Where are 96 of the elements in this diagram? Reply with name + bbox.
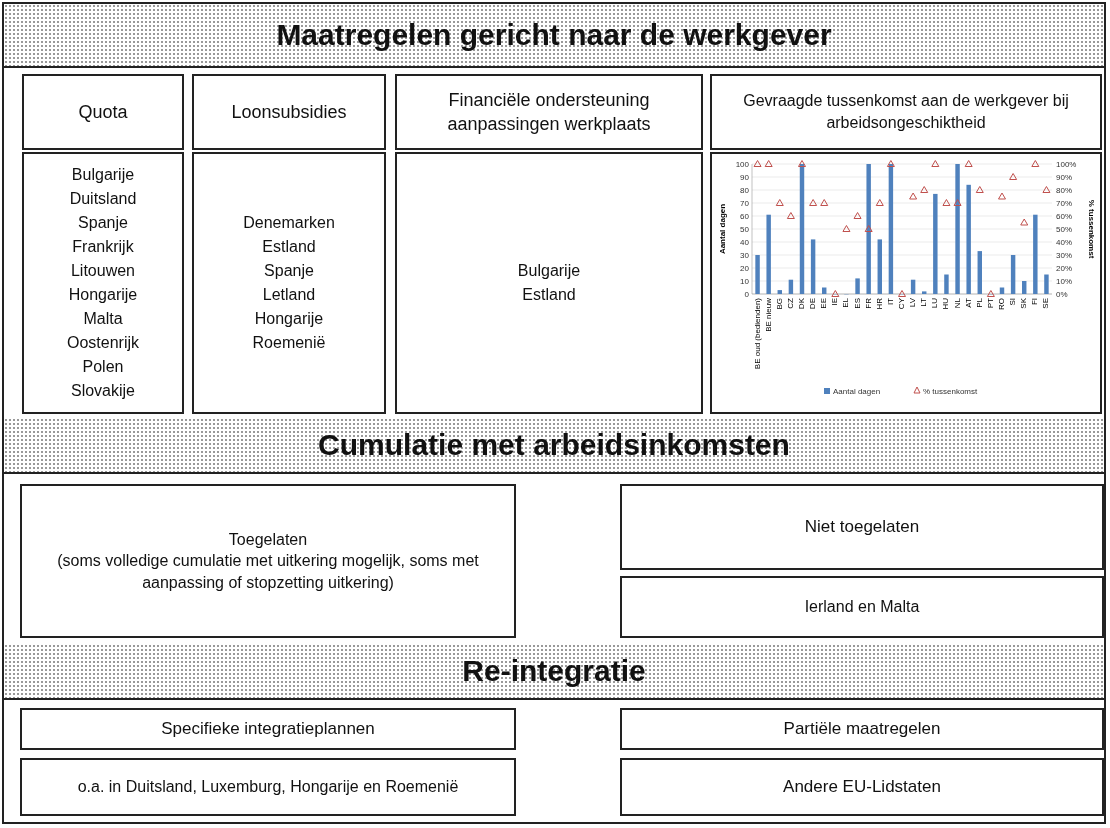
category-label: SI [1008, 298, 1018, 306]
category-box [620, 708, 1104, 750]
category-label: NL [952, 298, 962, 309]
y-tick-label: 100 [735, 160, 750, 169]
y-tick-label: 40 [740, 238, 750, 247]
legend-label: Aantal dagen [833, 387, 881, 396]
section-title: Maatregelen gericht naar de werkgever [275, 16, 833, 53]
box-text: Estland [261, 237, 317, 257]
box-text: Specifieke integratieplannen [160, 717, 376, 740]
box-text: Hongarije [67, 285, 139, 305]
category-label: RO [997, 298, 1006, 310]
box-text: Gevraagde tussenkomst aan de werkgever bij arbeidsongeschiktheid [742, 91, 1070, 133]
category-label: DE [808, 298, 818, 310]
box-text: Estland [521, 285, 577, 305]
box-text: Letland [261, 285, 317, 305]
box-text: (soms volledige cumulatie met uitkering mogelijk, soms met aanpassing of stopzetting uitkering) [56, 551, 480, 593]
y-tick-label: 10 [740, 277, 750, 286]
box-text: Andere EU-Lidstaten [782, 775, 942, 798]
box-text: Quota [77, 100, 129, 124]
category-label: LU [930, 298, 940, 309]
category-box [192, 152, 386, 414]
category-box [22, 74, 184, 150]
y-tick-label: 90 [740, 173, 750, 182]
category-label: IT [885, 298, 895, 306]
box-text: Spanje [77, 213, 129, 233]
category-box [20, 484, 516, 638]
category-label: EE [819, 298, 829, 309]
y-tick-label: 50 [740, 225, 750, 234]
category-label: LT [919, 298, 929, 307]
box-text: Ierland en Malta [803, 597, 921, 618]
box-text: Partiële maatregelen [782, 717, 942, 740]
box-text: Spanje [263, 261, 315, 281]
category-label: IE [830, 298, 840, 306]
y-axis: 0 10 20 30 40 50 60 70 80 90 100 [735, 160, 753, 299]
category-box [22, 152, 184, 414]
category-box [20, 708, 516, 750]
category-box [395, 74, 703, 150]
box-text: Slovakije [70, 381, 136, 401]
box-text: Bulgarije [516, 261, 582, 281]
category-label: SE [1041, 298, 1051, 309]
box-text: Loonsubsidies [230, 100, 348, 124]
category-label: CZ [785, 298, 795, 309]
box-text: Bulgarije [70, 165, 136, 185]
y-tick-label: 60 [740, 212, 750, 221]
y-tick-label: 30 [740, 251, 750, 260]
box-text: Oostenrijk [66, 333, 140, 353]
category-label: FR [863, 298, 873, 309]
section-header-band [4, 418, 1104, 474]
category-label: EL [841, 298, 851, 308]
secondary-y-axis: 100% 90% 80% 70% 60% 50% 40% 30% 20% 10% 0% [1056, 160, 1077, 299]
category-box [20, 758, 516, 816]
category-label: BG [774, 298, 784, 310]
box-text: Polen [81, 357, 125, 377]
category-box [620, 758, 1104, 816]
category-label: SK [1019, 298, 1029, 309]
axis-title: Aantal dagen [718, 203, 727, 255]
category-box [395, 152, 703, 414]
box-text: Niet toegelaten [803, 515, 921, 538]
box-text: Malta [82, 309, 124, 329]
y-tick-label: 80 [740, 186, 750, 195]
category-label: AT [963, 298, 973, 308]
section-header-band [4, 644, 1104, 700]
category-label: FI [1030, 298, 1040, 306]
box-text: Frankrijk [71, 237, 135, 257]
category-label: DK [797, 298, 806, 310]
category-box [192, 74, 386, 150]
category-label: LV [908, 298, 918, 308]
box-text: Toegelaten [227, 529, 309, 550]
category-label: BE oud (bedienden) [752, 298, 762, 370]
legend-entry: % tussenkomst [913, 386, 978, 396]
category-box [710, 74, 1102, 150]
category-box [620, 576, 1104, 638]
legend-entry: Aantal dagen [824, 387, 881, 396]
box-text: Duitsland [68, 189, 138, 209]
category-label: BE nieuw [763, 298, 773, 332]
box-text: Hongarije [253, 309, 325, 329]
category-label: PL [974, 298, 984, 308]
section-header-band [4, 4, 1104, 68]
y-tick-label: 0 [744, 290, 750, 299]
section-title: Re-integratie [461, 652, 647, 689]
axis-title: % tussenkomst [1087, 199, 1096, 259]
box-text: o.a. in Duitsland, Luxemburg, Hongarije en Roemenië [76, 777, 460, 798]
category-label: HR [874, 298, 884, 310]
box-text: Denemarken [242, 213, 336, 233]
legend-label: % tussenkomst [923, 387, 979, 396]
category-label: ES [852, 298, 862, 309]
category-label: CY [897, 298, 906, 310]
y-tick-label: 20 [740, 264, 750, 273]
category-label: PT [985, 298, 995, 309]
box-text: Financiële ondersteuning aanpassingen werkplaats [446, 88, 652, 136]
category-label: HU [941, 298, 951, 310]
box-text: Roemenië [251, 333, 327, 353]
box-text: Litouwen [69, 261, 136, 281]
y-tick-label: 70 [740, 199, 750, 208]
category-box [620, 484, 1104, 570]
section-title: Cumulatie met arbeidsinkomsten [317, 426, 791, 463]
